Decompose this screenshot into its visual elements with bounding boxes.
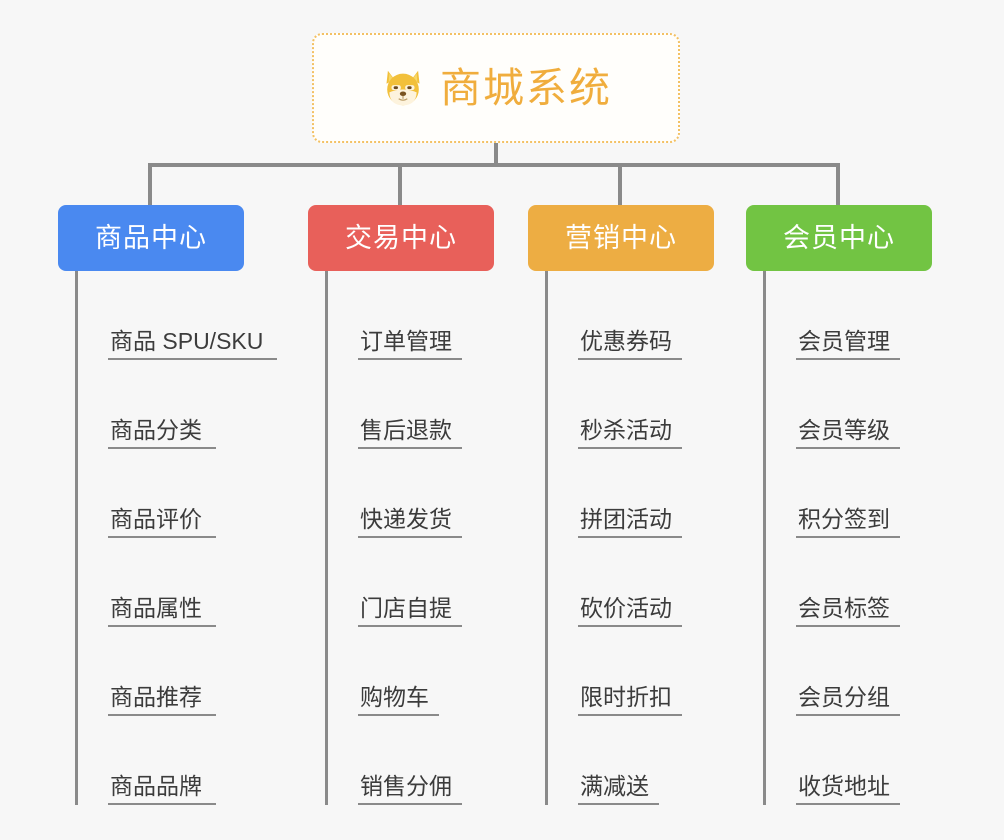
leaf-item[interactable]: 商品 SPU/SKU [78, 271, 278, 360]
root-title: 商城系统 [440, 64, 612, 111]
category-header-member-center[interactable]: 会员中心 [746, 205, 932, 271]
branch-trade-center: 交易中心 订单管理 售后退款 快递发货 门店自提 购物车 销售分佣 [308, 205, 494, 805]
leaf-label: 商品分类 [108, 417, 216, 449]
branch-member-center: 会员中心 会员管理 会员等级 积分签到 会员标签 会员分组 收货地址 [746, 205, 932, 805]
leaf-label: 收货地址 [796, 773, 900, 805]
leaf-label: 商品推荐 [108, 684, 216, 716]
leaf-item[interactable]: 会员标签 [766, 538, 932, 627]
leaf-item[interactable]: 会员分组 [766, 627, 932, 716]
connector-drop-2 [398, 163, 402, 207]
category-header-trade-center[interactable]: 交易中心 [308, 205, 494, 271]
leaf-item[interactable]: 商品属性 [78, 538, 244, 627]
leaf-item[interactable]: 快递发货 [328, 449, 494, 538]
leaf-item[interactable]: 积分签到 [766, 449, 932, 538]
leaf-label: 限时折扣 [578, 684, 682, 716]
connector-drop-1 [148, 163, 152, 207]
leaf-label: 快递发货 [358, 506, 462, 538]
leaf-label: 商品品牌 [108, 773, 216, 805]
leaf-item[interactable]: 商品分类 [78, 360, 244, 449]
leaf-item[interactable]: 商品品牌 [78, 716, 244, 805]
leaf-list-member-center: 会员管理 会员等级 积分签到 会员标签 会员分组 收货地址 [763, 271, 932, 805]
leaf-label: 门店自提 [358, 595, 462, 627]
leaf-item[interactable]: 订单管理 [328, 271, 494, 360]
leaf-label: 秒杀活动 [578, 417, 682, 449]
leaf-label: 商品评价 [108, 506, 216, 538]
leaf-label: 会员分组 [796, 684, 900, 716]
leaf-item[interactable]: 拼团活动 [548, 449, 714, 538]
connector-root-stem [494, 143, 498, 165]
connector-drop-3 [618, 163, 622, 207]
category-label: 商品中心 [95, 222, 207, 253]
leaf-item[interactable]: 满减送 [548, 716, 714, 805]
leaf-label: 会员等级 [796, 417, 900, 449]
leaf-label: 订单管理 [358, 328, 462, 360]
category-header-marketing-center[interactable]: 营销中心 [528, 205, 714, 271]
connector-horizontal-bus [148, 163, 840, 167]
leaf-item[interactable]: 会员等级 [766, 360, 932, 449]
leaf-item[interactable]: 限时折扣 [548, 627, 714, 716]
leaf-item[interactable]: 会员管理 [766, 271, 932, 360]
category-label: 营销中心 [565, 222, 677, 253]
leaf-item[interactable]: 商品推荐 [78, 627, 244, 716]
branch-marketing-center: 营销中心 优惠券码 秒杀活动 拼团活动 砍价活动 限时折扣 满减送 [528, 205, 714, 805]
leaf-item[interactable]: 收货地址 [766, 716, 932, 805]
root-node[interactable]: 商城系统 [312, 33, 680, 143]
leaf-item[interactable]: 售后退款 [328, 360, 494, 449]
connector-drop-4 [836, 163, 840, 207]
branch-product-center: 商品中心 商品 SPU/SKU 商品分类 商品评价 商品属性 商品推荐 商品品牌 [58, 205, 278, 805]
leaf-label: 满减送 [578, 773, 659, 805]
leaf-label: 商品 SPU/SKU [108, 328, 278, 360]
leaf-label: 拼团活动 [578, 506, 682, 538]
leaf-item[interactable]: 商品评价 [78, 449, 244, 538]
leaf-label: 售后退款 [358, 417, 462, 449]
leaf-item[interactable]: 砍价活动 [548, 538, 714, 627]
leaf-label: 销售分佣 [358, 773, 462, 805]
leaf-item[interactable]: 门店自提 [328, 538, 494, 627]
shiba-dog-emoji-icon [386, 70, 420, 106]
leaf-label: 会员标签 [796, 595, 900, 627]
leaf-label: 砍价活动 [578, 595, 682, 627]
leaf-list-trade-center: 订单管理 售后退款 快递发货 门店自提 购物车 销售分佣 [325, 271, 494, 805]
leaf-list-marketing-center: 优惠券码 秒杀活动 拼团活动 砍价活动 限时折扣 满减送 [545, 271, 714, 805]
category-label: 交易中心 [345, 222, 457, 253]
leaf-item[interactable]: 秒杀活动 [548, 360, 714, 449]
leaf-label: 优惠券码 [578, 328, 682, 360]
leaf-label: 购物车 [358, 684, 439, 716]
category-header-product-center[interactable]: 商品中心 [58, 205, 244, 271]
leaf-label: 积分签到 [796, 506, 900, 538]
leaf-list-product-center: 商品 SPU/SKU 商品分类 商品评价 商品属性 商品推荐 商品品牌 [75, 271, 278, 805]
leaf-item[interactable]: 销售分佣 [328, 716, 494, 805]
category-label: 会员中心 [783, 222, 895, 253]
leaf-label: 会员管理 [796, 328, 900, 360]
leaf-item[interactable]: 优惠券码 [548, 271, 714, 360]
leaf-label: 商品属性 [108, 595, 216, 627]
leaf-item[interactable]: 购物车 [328, 627, 494, 716]
